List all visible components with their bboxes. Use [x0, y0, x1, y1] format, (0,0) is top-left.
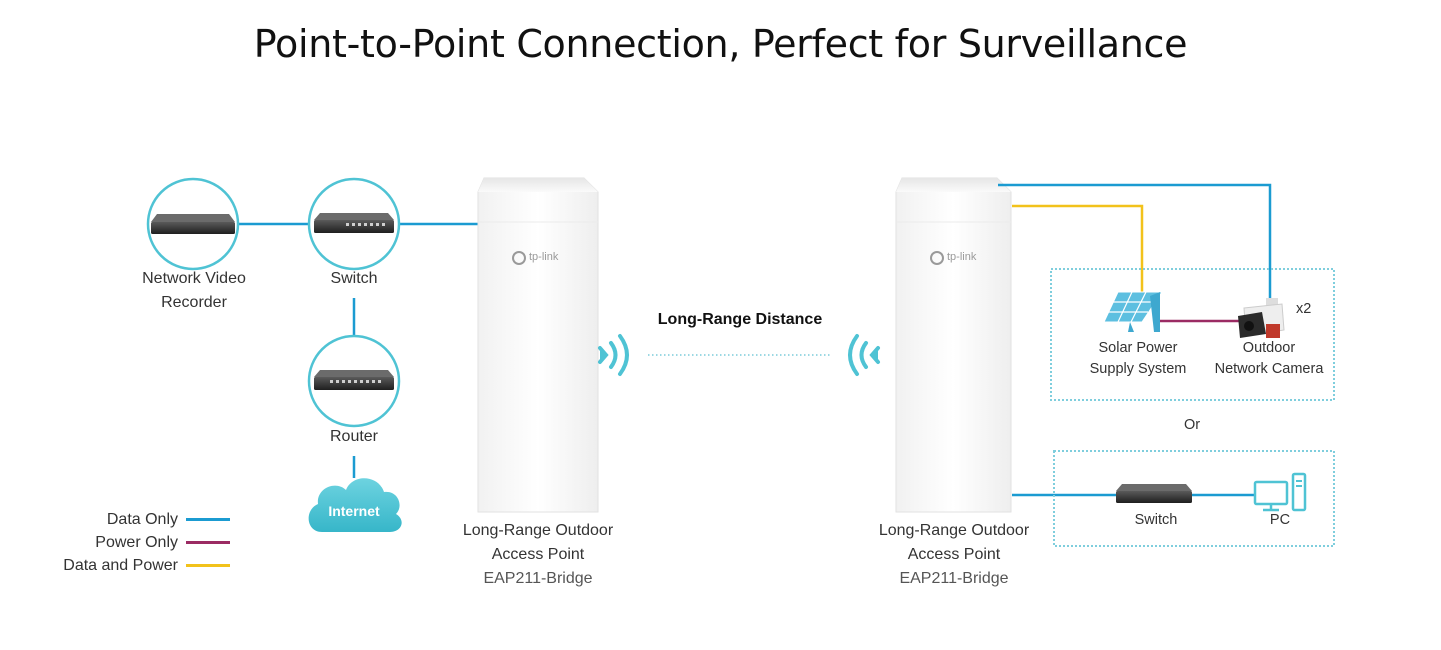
pc-icon [1253, 472, 1307, 512]
nvr-node [146, 177, 240, 271]
legend: Data Only Power Only Data and Power [40, 508, 230, 577]
tp-link-logo-icon [512, 251, 526, 265]
wifi-signal-right-icon [848, 334, 880, 376]
right-ap-model: EAP211-Bridge [899, 570, 1009, 587]
left-access-point-image [477, 177, 599, 513]
ap-solar-data-power-link [1012, 204, 1144, 292]
legend-item-power-only: Power Only [40, 531, 230, 554]
solar-label: Solar Power Supply System [1078, 338, 1198, 380]
nvr-device-icon [151, 214, 235, 234]
long-range-distance-label: Long-Range Distance [657, 311, 823, 328]
right-ap-brand: tp-link [947, 251, 977, 263]
camera-count-label: x2 [1296, 301, 1312, 317]
solar-label-line2: Supply System [1089, 361, 1187, 377]
legend-label: Data and Power [63, 556, 178, 574]
or-label: Or [1183, 417, 1201, 433]
router-node [307, 334, 401, 428]
surveillance-option-box [1050, 268, 1335, 401]
legend-swatch [186, 564, 230, 567]
page-title: Point-to-Point Connection, Perfect for S… [253, 22, 1188, 66]
right-switch-label: Switch [1134, 512, 1178, 528]
internet-label: Internet [328, 503, 380, 519]
nvr-label-line1: Network Video [142, 270, 246, 287]
router-label: Router [329, 428, 379, 445]
legend-label: Data Only [106, 510, 178, 528]
legend-swatch [186, 541, 230, 544]
switch-device-icon [314, 213, 394, 233]
switch-pc-option-box [1053, 450, 1335, 547]
tp-link-logo-icon [930, 251, 944, 265]
left-connections [238, 222, 478, 478]
switch-label: Switch [330, 270, 378, 287]
camera-label-line2: Network Camera [1214, 361, 1324, 377]
legend-item-data-and-power: Data and Power [40, 554, 230, 577]
router-device-icon [314, 370, 394, 390]
switch-node [307, 177, 401, 271]
ap-camera-data-link [998, 183, 1272, 300]
wireless-link [598, 334, 880, 376]
camera-label-line1: Outdoor [1242, 340, 1296, 356]
camera-label: Outdoor Network Camera [1204, 338, 1334, 380]
right-ap-label-line1: Long-Range Outdoor [878, 522, 1030, 539]
left-ap-label: Long-Range Outdoor Access Point EAP211-B… [438, 519, 638, 591]
right-ap-label: Long-Range Outdoor Access Point EAP211-B… [854, 519, 1054, 591]
legend-label: Power Only [95, 533, 178, 551]
nvr-label: Network Video Recorder [114, 267, 274, 315]
internet-cloud-icon [308, 478, 402, 532]
left-ap-label-line2: Access Point [491, 546, 585, 563]
legend-item-data-only: Data Only [40, 508, 230, 531]
solar-label-line1: Solar Power [1098, 340, 1178, 356]
nvr-label-line2: Recorder [161, 294, 227, 311]
right-access-point-image [895, 177, 1012, 513]
right-connections [998, 183, 1272, 497]
left-ap-brand: tp-link [529, 251, 559, 263]
legend-swatch [186, 518, 230, 521]
right-ap-label-line2: Access Point [907, 546, 1001, 563]
pc-label: PC [1269, 512, 1291, 528]
wifi-signal-left-icon [598, 334, 629, 376]
outdoor-camera-icon [1238, 298, 1285, 338]
left-ap-label-line1: Long-Range Outdoor [462, 522, 614, 539]
solar-panel-icon [1103, 291, 1163, 332]
right-switch-device-icon [1116, 484, 1192, 503]
left-ap-model: EAP211-Bridge [483, 570, 593, 587]
